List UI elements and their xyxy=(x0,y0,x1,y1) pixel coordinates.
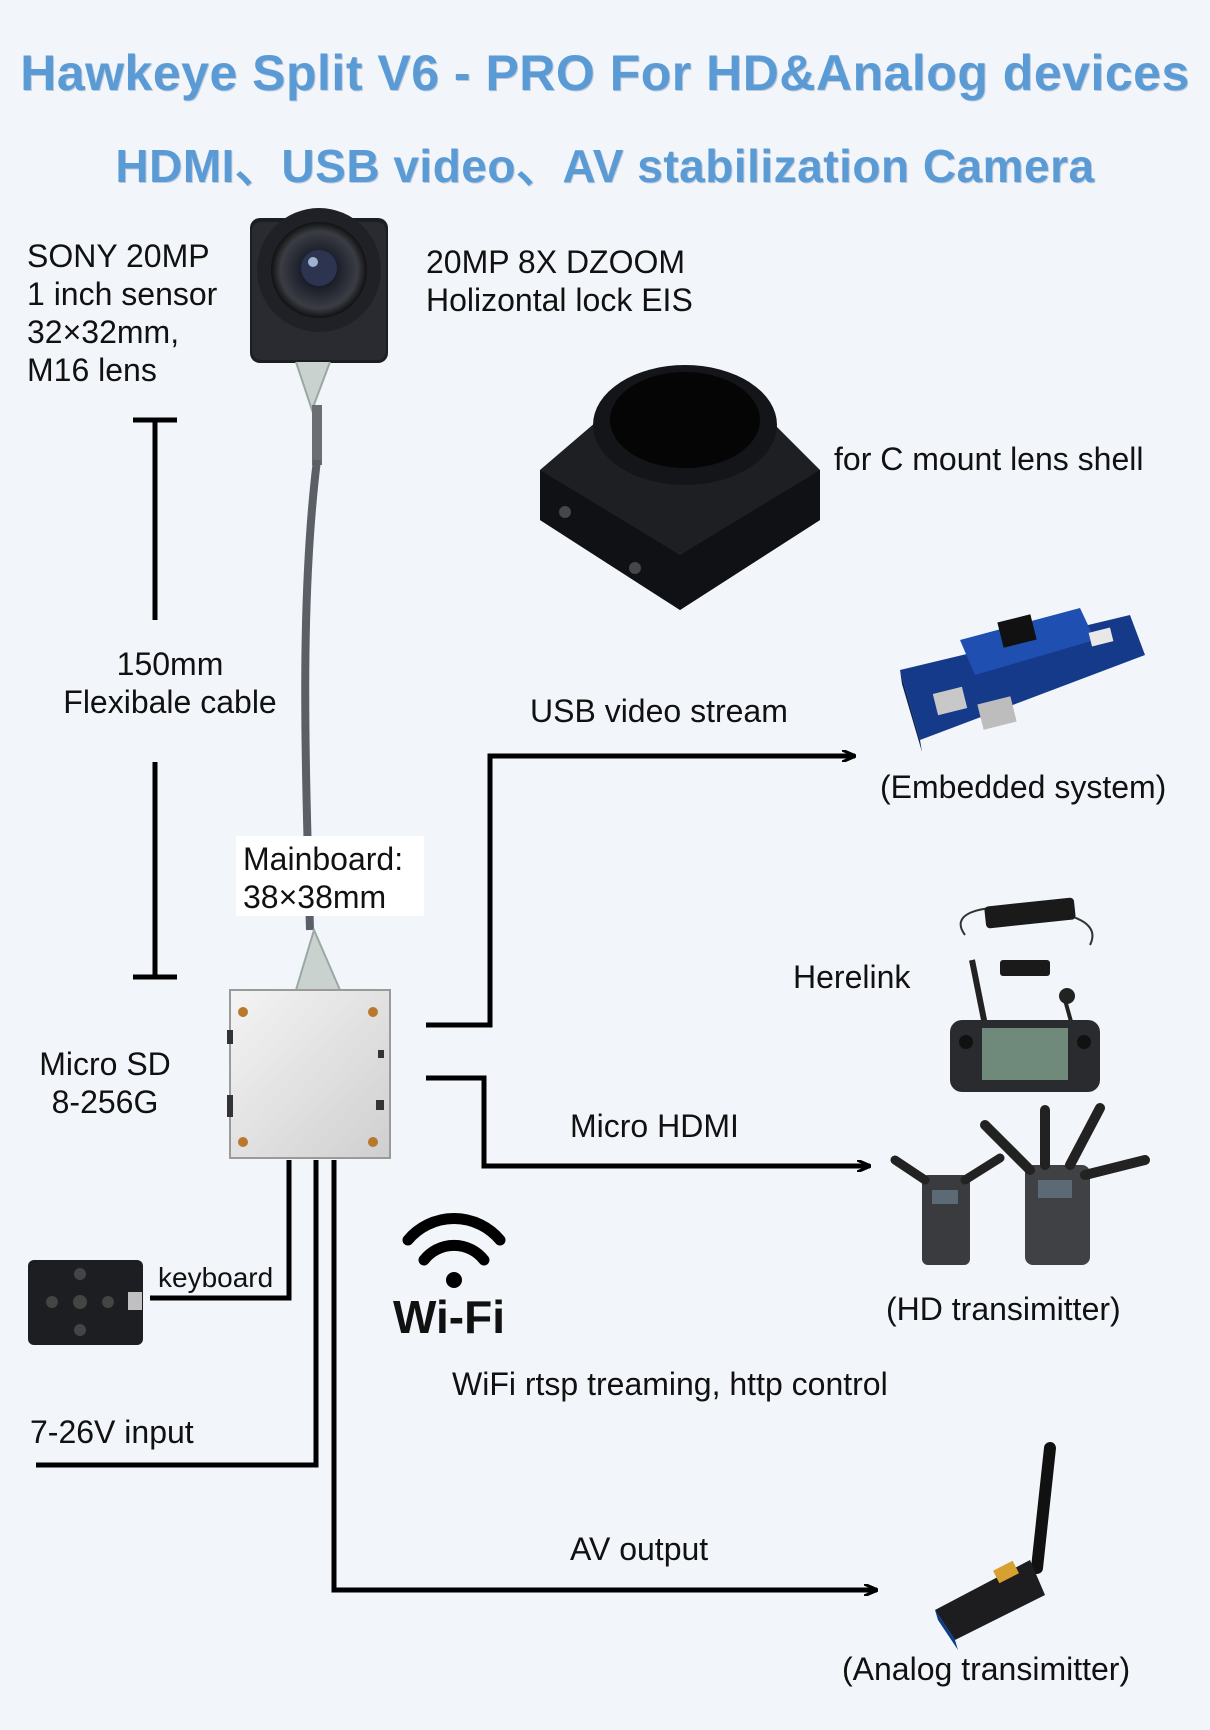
embedded-board-image xyxy=(900,608,1145,752)
diagram-subtitle: HDMI、USB video、AV stabilization Camera xyxy=(115,140,1095,192)
cable-length-dimension xyxy=(133,417,177,980)
lens-shell-label: for C mount lens shell xyxy=(834,441,1144,477)
wifi-description: WiFi rtsp treaming, http control xyxy=(452,1366,888,1402)
keyboard-module-image xyxy=(28,1260,143,1345)
sensor-spec-line-3: 32×32mm, xyxy=(27,314,180,350)
camera-spec-line-1: 20MP 8X DZOOM xyxy=(426,244,686,280)
herelink-image xyxy=(950,897,1100,1092)
power-input-label: 7-26V input xyxy=(30,1414,194,1450)
analog-transmitter-image xyxy=(935,1442,1056,1650)
keyboard-line xyxy=(150,1160,292,1301)
mainboard-image xyxy=(227,989,391,1159)
diagram-title: Hawkeye Split V6 - PRO For HD&Analog dev… xyxy=(20,45,1190,101)
av-line-label: AV output xyxy=(570,1531,709,1567)
hdmi-output-line xyxy=(426,1075,870,1166)
mainboard-label-line-1: Mainboard: xyxy=(243,841,404,877)
analog-transmitter-label: (Analog transimitter) xyxy=(842,1651,1131,1687)
camera-spec-line-2: Holizontal lock EIS xyxy=(426,282,693,318)
embedded-system-label: (Embedded system) xyxy=(880,769,1167,805)
usb-output-line xyxy=(426,756,855,1028)
wifi-label: Wi-Fi xyxy=(393,1291,505,1343)
cable-length-label: 150mm xyxy=(116,646,224,682)
wifi-icon xyxy=(402,1213,506,1288)
herelink-label: Herelink xyxy=(793,959,911,995)
microsd-label-line-2: 8-256G xyxy=(51,1084,159,1120)
keyboard-label: keyboard xyxy=(158,1262,274,1293)
sensor-spec-line-1: SONY 20MP xyxy=(27,238,210,274)
sensor-spec-line-2: 1 inch sensor xyxy=(27,276,218,312)
microsd-label-line-1: Micro SD xyxy=(39,1046,171,1082)
hdmi-line-label: Micro HDMI xyxy=(570,1108,739,1144)
usb-line-label: USB video stream xyxy=(530,693,788,729)
sensor-spec-line-4: M16 lens xyxy=(27,352,157,388)
av-output-line xyxy=(331,1160,877,1590)
mainboard-label-box xyxy=(236,836,424,916)
c-mount-shell-image xyxy=(540,365,820,610)
cable-type-label: Flexibale cable xyxy=(63,684,277,720)
power-input-line xyxy=(36,1160,319,1468)
hd-transmitter-label: (HD transimitter) xyxy=(886,1291,1121,1327)
camera-head-image xyxy=(250,208,388,363)
mainboard-label-line-2: 38×38mm xyxy=(243,879,387,915)
hd-transmitter-image xyxy=(890,1103,1150,1265)
